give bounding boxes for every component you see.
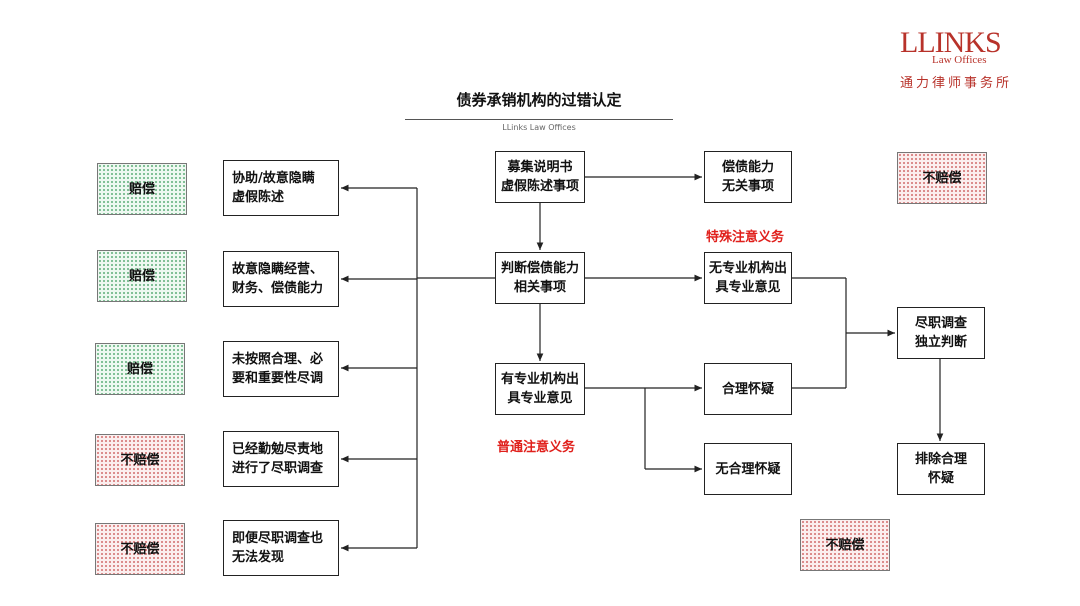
title-divider: [405, 119, 673, 120]
outcome-compensate-3: 赔偿: [95, 343, 185, 395]
due-diligence-box: 尽职调查独立判断: [897, 307, 985, 359]
condition-assist-conceal: 协助/故意隐瞒虚假陈述: [223, 160, 339, 216]
irrelevant-matters-box: 偿债能力无关事项: [704, 151, 792, 203]
outcome-compensate-1: 赔偿: [97, 163, 187, 215]
exclude-doubt-box: 排除合理怀疑: [897, 443, 985, 495]
prospectus-false-statement-box: 募集说明书虚假陈述事项: [495, 151, 585, 203]
diagram-title: 债券承销机构的过错认定: [456, 91, 622, 109]
logo-chinese-name: 通力律师事务所: [900, 76, 1013, 91]
condition-undiscoverable: 即便尽职调查也无法发现: [223, 520, 339, 576]
reasonable-doubt-box: 合理怀疑: [704, 363, 792, 415]
condition-not-reasonable-dd: 未按照合理、必要和重要性尽调: [223, 341, 339, 397]
condition-diligent-dd: 已经勤勉尽责地进行了尽职调查: [223, 431, 339, 487]
logo-subtitle: Law Offices: [932, 54, 987, 66]
logo-wordmark: LLINKS: [900, 26, 1002, 59]
outcome-no-compensate-1: 不赔偿: [95, 434, 185, 486]
special-duty-label: 特殊注意义务: [706, 230, 785, 245]
outcome-no-compensate-bottom: 不赔偿: [800, 519, 890, 571]
outcome-compensate-2: 赔偿: [97, 250, 187, 302]
outcome-no-compensate-top: 不赔偿: [897, 152, 987, 204]
outcome-no-compensate-2: 不赔偿: [95, 523, 185, 575]
no-reasonable-doubt-box: 无合理怀疑: [704, 443, 792, 495]
general-duty-label: 普通注意义务: [497, 440, 576, 455]
expert-opinion-box: 有专业机构出具专业意见: [495, 363, 585, 415]
no-expert-opinion-box: 无专业机构出具专业意见: [704, 252, 792, 304]
condition-conceal-finance: 故意隐瞒经营、财务、偿债能力: [223, 251, 339, 307]
judge-solvency-box: 判断偿债能力相关事项: [495, 252, 585, 304]
llinks-logo: LLINKS Law Offices 通力律师事务所: [896, 26, 1020, 96]
diagram-subtitle: LLinks Law Offices: [502, 123, 576, 132]
